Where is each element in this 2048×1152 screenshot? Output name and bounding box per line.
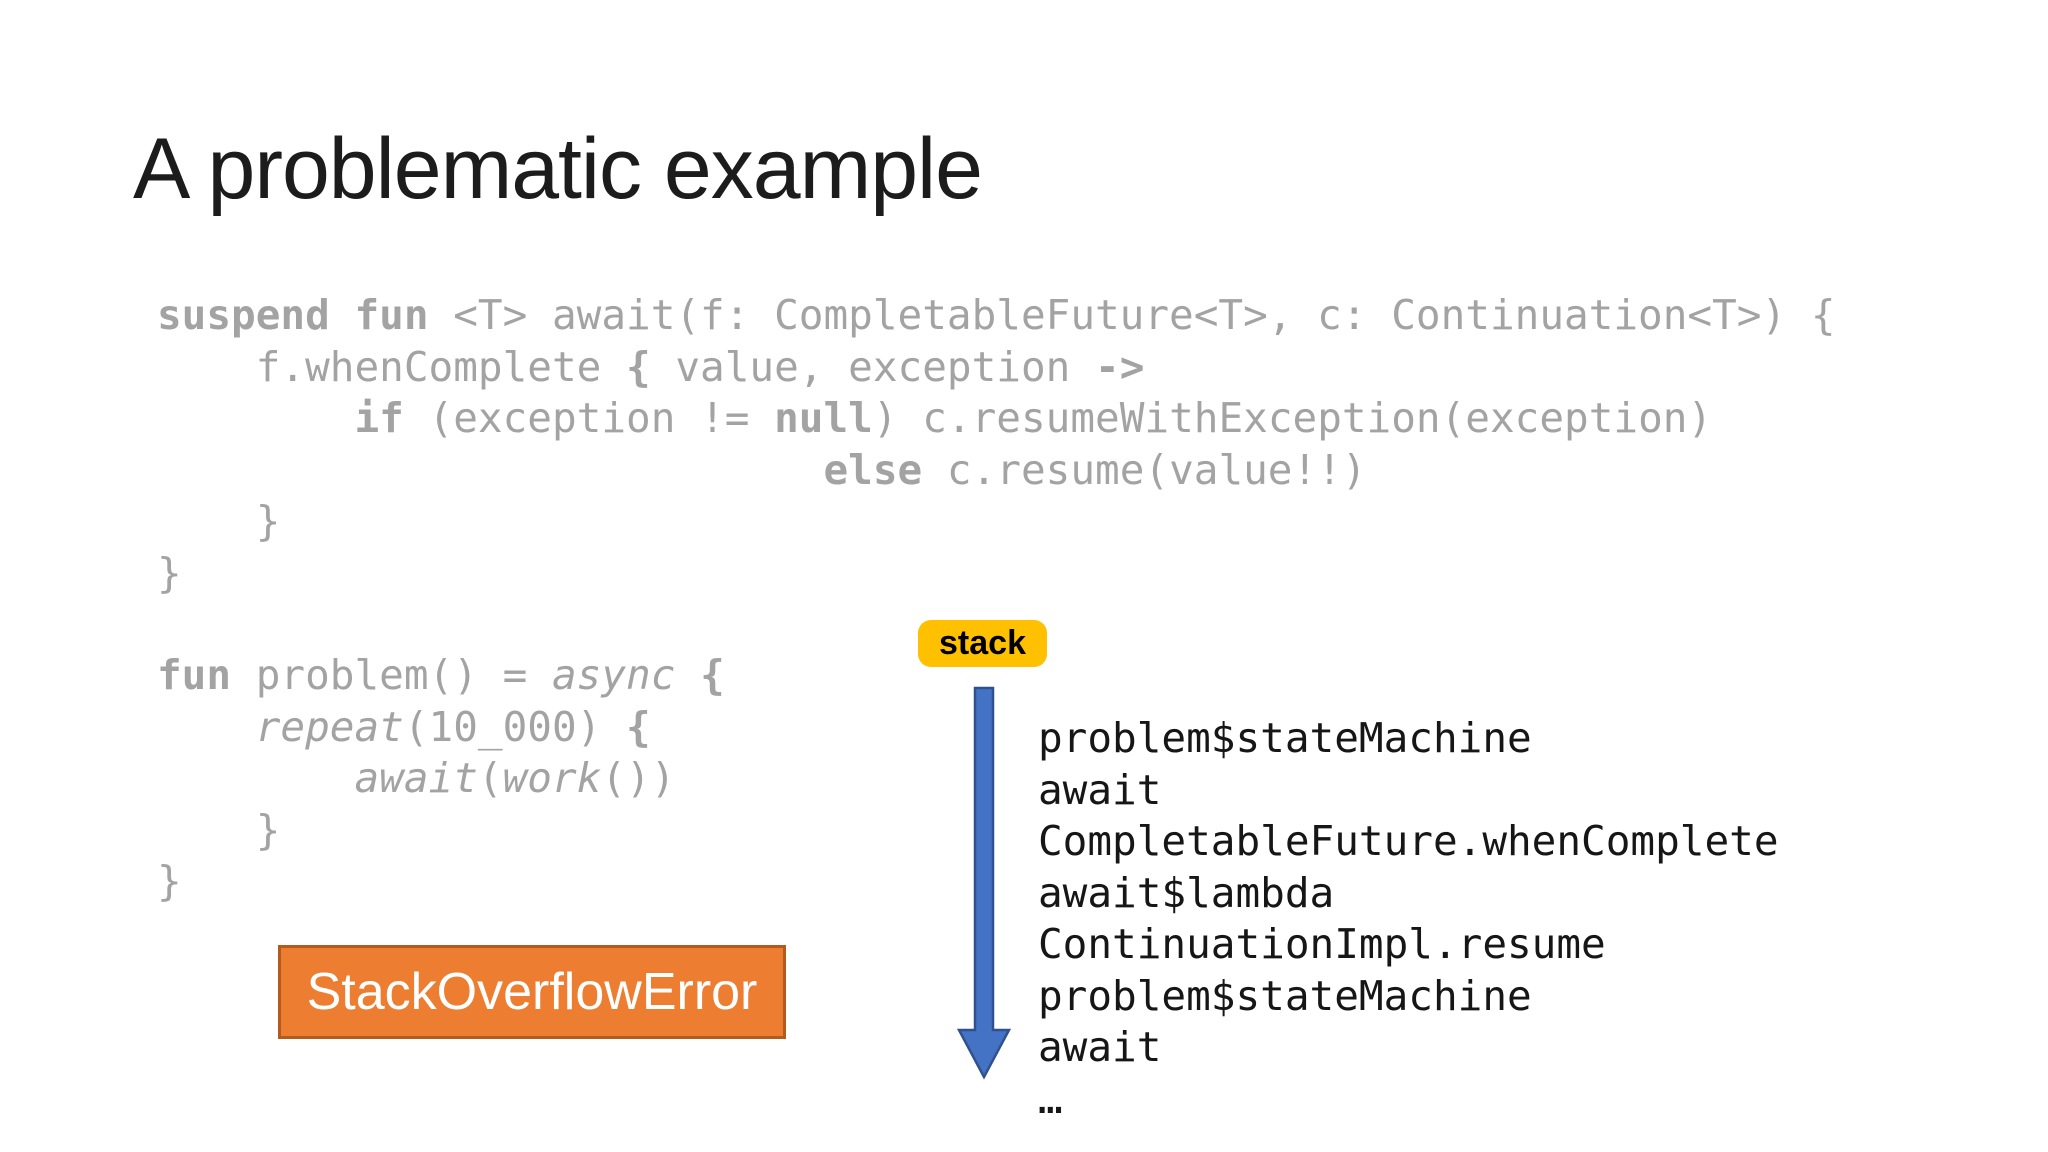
stackoverflow-error-box: StackOverflowError: [278, 945, 786, 1039]
code-line: }: [157, 548, 182, 597]
code-line: f.whenComplete { value, exception ->: [157, 342, 1145, 391]
code-line: }: [157, 497, 281, 545]
stack-label: stack: [939, 624, 1026, 662]
stack-frame: …: [1038, 1074, 1063, 1123]
stack-frame: problem$stateMachine: [1038, 714, 1532, 762]
stack-label-badge: stack: [918, 620, 1047, 667]
stackoverflow-error-label: StackOverflowError: [306, 963, 758, 1021]
code-line: fun problem() = async {: [157, 651, 725, 699]
code-line: }: [157, 857, 182, 905]
code-line: suspend fun <T> await(f: CompletableFutu…: [157, 291, 1836, 339]
stack-frame: await: [1038, 1023, 1162, 1071]
stack-frame: ContinuationImpl.resume: [1038, 920, 1606, 968]
stack-frame: CompletableFuture.whenComplete: [1038, 817, 1779, 865]
stack-frame: await: [1038, 765, 1162, 814]
stack-frame: problem$stateMachine: [1038, 971, 1532, 1020]
code-line: if (exception != null) c.resumeWithExcep…: [354, 394, 1713, 442]
page-title: A problematic example: [133, 121, 983, 217]
code-block-problem-fn: fun problem() = async { repeat(10_000) {…: [157, 650, 725, 908]
code-line: repeat(10_000) {: [255, 702, 651, 751]
code-line: }: [157, 805, 281, 854]
stack-frame: await$lambda: [1038, 868, 1335, 917]
arrow-down-icon: [956, 686, 1012, 1080]
code-block-await-fn: suspend fun <T> await(f: CompletableFutu…: [157, 290, 1836, 599]
code-line: await(work()): [354, 754, 676, 802]
code-line: else c.resume(value!!): [823, 445, 1367, 494]
